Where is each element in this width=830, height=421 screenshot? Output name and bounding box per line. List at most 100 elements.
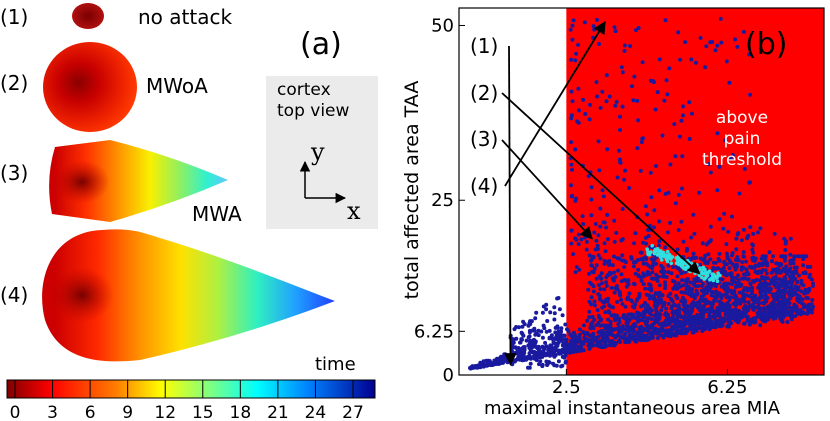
scatter-point xyxy=(663,286,668,291)
y-tick-label: 50 xyxy=(431,15,454,36)
scatter-point xyxy=(586,287,591,292)
scatter-point xyxy=(692,231,697,236)
scatter-point xyxy=(587,309,592,314)
scatter-point xyxy=(521,333,526,338)
scatter-point xyxy=(602,220,607,225)
scatter-point xyxy=(600,281,604,286)
scatter-point xyxy=(723,138,728,143)
inset-line-1: cortex xyxy=(277,80,331,100)
scatter-point xyxy=(643,235,648,240)
scatter-point xyxy=(581,97,586,102)
panel-a: (1) (2) (3) (4) no attack MWoA (a) MWA c… xyxy=(0,3,378,421)
scatter-point xyxy=(700,241,705,246)
scatter-point xyxy=(576,108,581,113)
scatter-point xyxy=(595,247,600,251)
scatter-point xyxy=(528,340,532,345)
scatter-point xyxy=(599,271,604,276)
scatter-point xyxy=(562,333,567,338)
scatter-point xyxy=(515,347,520,352)
scatter-point xyxy=(775,313,780,318)
scatter-point xyxy=(751,231,756,236)
scatter-point xyxy=(644,257,649,262)
scatter-point xyxy=(645,212,650,217)
scatter-point xyxy=(615,300,620,304)
scatter-point xyxy=(619,297,623,302)
scatter-point xyxy=(695,275,700,280)
scatter-point xyxy=(583,112,588,116)
scatter-point xyxy=(679,219,684,224)
scatter-point xyxy=(761,261,766,266)
scatter-point xyxy=(605,212,610,217)
scatter-point xyxy=(533,332,538,337)
colorbar-bar xyxy=(6,379,376,399)
scatter-point xyxy=(706,252,711,257)
scatter-point xyxy=(569,241,574,246)
scatter-point xyxy=(613,29,618,34)
scatter-point xyxy=(587,315,592,320)
scatter-point xyxy=(692,315,697,320)
arrow-label-2: (2) xyxy=(470,81,498,105)
scatter-point xyxy=(724,251,729,256)
scatter-point xyxy=(591,289,596,294)
scatter-point xyxy=(753,256,758,261)
scatter-point xyxy=(763,297,768,302)
shape-label-2: (2) xyxy=(0,71,28,95)
scatter-point xyxy=(619,238,624,243)
scatter-point xyxy=(673,201,678,206)
scatter-point xyxy=(622,49,627,53)
scatter-point xyxy=(659,325,664,330)
scatter-point xyxy=(648,286,653,291)
scatter-point xyxy=(733,37,738,42)
scatter-point xyxy=(690,287,695,291)
scatter-point xyxy=(632,260,636,265)
scatter-point xyxy=(707,318,712,323)
scatter-point xyxy=(651,225,656,230)
scatter-point xyxy=(683,300,688,304)
scatter-point xyxy=(632,282,637,287)
scatter-point xyxy=(555,325,560,330)
scatter-point xyxy=(547,328,552,333)
colorbar-tick-label: 3 xyxy=(47,403,58,421)
scatter-point xyxy=(595,94,600,99)
scatter-point xyxy=(723,302,728,307)
scatter-point xyxy=(745,305,750,310)
scatter-point xyxy=(671,265,676,269)
scatter-point xyxy=(623,339,628,344)
scatter-point xyxy=(782,292,787,297)
scatter-point xyxy=(675,296,680,301)
scatter-point xyxy=(717,313,722,317)
scatter-point xyxy=(556,350,561,355)
scatter-point xyxy=(733,318,738,323)
scatter-point xyxy=(503,352,508,357)
scatter-point xyxy=(765,276,770,281)
scatter-point xyxy=(673,321,678,326)
scatter-point xyxy=(603,323,608,328)
scatter-point xyxy=(740,276,745,281)
scatter-point xyxy=(645,323,650,328)
scatter-point xyxy=(550,348,555,353)
scatter-point xyxy=(748,264,752,269)
scatter-point xyxy=(603,344,608,349)
scatter-point xyxy=(585,318,590,323)
x-tick-label: 6.25 xyxy=(707,377,747,398)
scatter-point xyxy=(758,323,763,328)
scatter-point xyxy=(623,168,628,173)
scatter-point xyxy=(488,363,493,368)
scatter-point xyxy=(612,239,617,244)
scatter-point xyxy=(581,323,586,328)
scatter-point xyxy=(580,348,585,352)
scatter-point xyxy=(785,272,789,276)
scatter-point xyxy=(605,273,610,278)
scatter-point xyxy=(645,328,650,332)
scatter-point xyxy=(655,253,660,257)
scatter-point xyxy=(544,344,549,349)
scatter-point xyxy=(734,236,739,241)
scatter-point xyxy=(604,225,608,230)
scatter-point xyxy=(788,236,793,241)
scatter-point xyxy=(592,27,597,32)
scatter-point xyxy=(741,29,746,34)
scatter-point xyxy=(750,291,754,296)
scatter-point xyxy=(786,290,791,295)
